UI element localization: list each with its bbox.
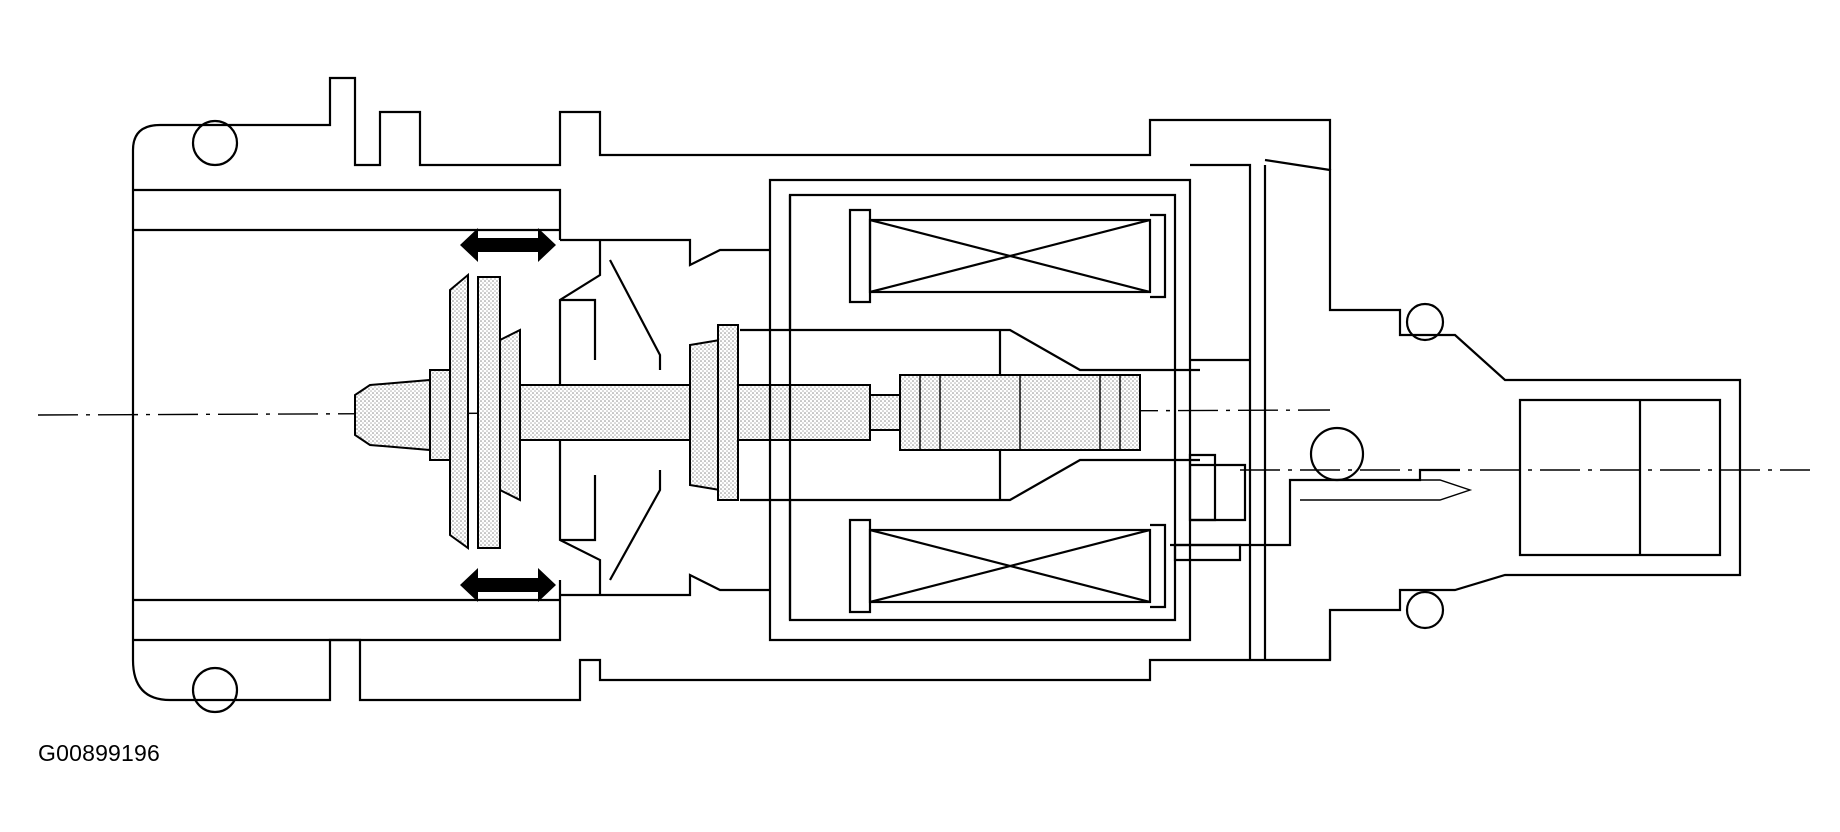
spool-disc-left <box>449 272 469 550</box>
seal-ring <box>1173 453 1242 562</box>
coil-winding-top <box>868 218 1152 294</box>
o-ring-top-right <box>1405 302 1445 342</box>
right-housing <box>1264 158 1742 660</box>
inner-bore <box>133 188 562 642</box>
double-arrow-icon <box>460 228 556 262</box>
spool-disc-right <box>477 276 501 549</box>
spool-hub-flange <box>499 328 521 502</box>
diaphragm-web-bottom <box>560 470 662 581</box>
terminal-pin <box>1300 479 1473 501</box>
outer-housing <box>131 76 1332 702</box>
terminal-bore <box>1518 398 1722 557</box>
double-arrow-icon <box>460 568 556 602</box>
o-ring-bottom-left <box>191 666 239 714</box>
figure-id-label: G00899196 <box>38 740 161 766</box>
spool-rod <box>354 378 431 452</box>
o-ring-bottom-right <box>1405 590 1445 630</box>
lead-wire <box>1170 468 1460 547</box>
armature-ribs <box>919 375 1121 450</box>
ball-valve <box>1309 426 1365 482</box>
spool-hub <box>429 369 451 461</box>
shaft-flange <box>717 324 739 501</box>
solenoid-can <box>768 178 1192 642</box>
armature-cap <box>869 394 901 431</box>
diaphragm-web-top <box>560 259 662 370</box>
pole-piece-bottom <box>740 458 1200 620</box>
o-ring-top-left <box>191 119 239 167</box>
coil-winding-bottom <box>868 528 1152 604</box>
pole-piece-top <box>740 195 1200 372</box>
coil-bobbin <box>848 208 1167 614</box>
centerline-left <box>37 409 1331 416</box>
end-plate <box>1190 163 1267 660</box>
